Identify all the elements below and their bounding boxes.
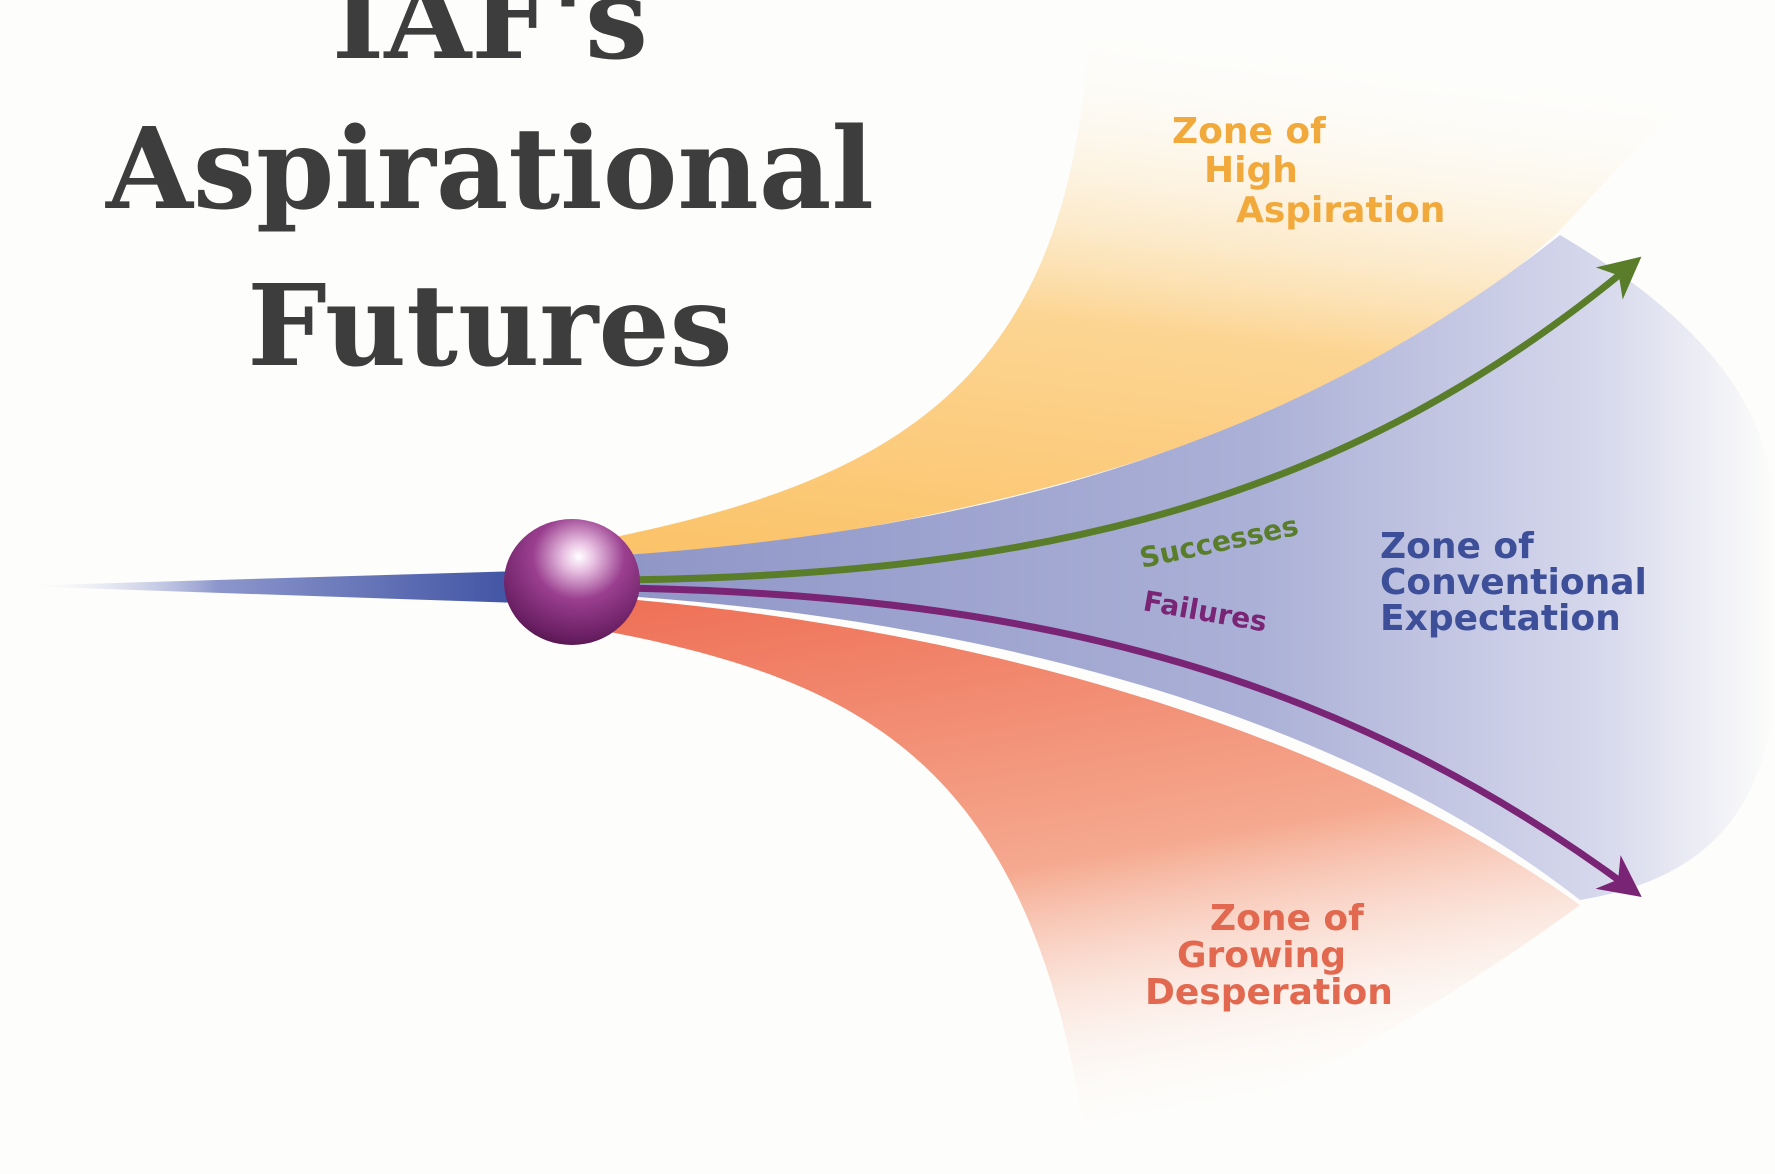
- conv-zone-line-1: Zone of: [1380, 526, 1534, 567]
- origin-sphere: [504, 519, 640, 645]
- high-zone-line-1: Zone of: [1172, 111, 1326, 152]
- title-line-2: Aspirational: [105, 104, 874, 235]
- conv-zone-line-3: Expectation: [1380, 598, 1621, 639]
- high-aspiration-label: Zone of High Aspiration: [1172, 111, 1445, 231]
- desp-zone-line-3: Desperation: [1145, 972, 1393, 1013]
- desp-zone-line-2: Growing: [1177, 935, 1346, 976]
- successes-arrow: [619, 256, 1642, 584]
- title-line-1: IAF's: [332, 0, 648, 85]
- title-line-3: Futures: [247, 261, 732, 392]
- growing-desperation-label: Zone of Growing Desperation: [1145, 898, 1393, 1013]
- conventional-expectation-label: Zone of Conventional Expectation: [1380, 526, 1647, 639]
- conv-zone-line-2: Conventional: [1380, 562, 1647, 603]
- high-zone-line-2: High: [1204, 150, 1298, 191]
- origin-beam: [15, 571, 520, 603]
- high-aspiration-zone: [600, 0, 1775, 560]
- growing-desperation-zone: [600, 598, 1580, 1174]
- conventional-expectation-zone: [610, 235, 1775, 900]
- high-zone-line-3: Aspiration: [1236, 190, 1445, 231]
- failures-arrow: [619, 584, 1642, 898]
- desp-zone-line-1: Zone of: [1210, 898, 1364, 939]
- page-title: IAF's Aspirational Futures: [105, 0, 874, 392]
